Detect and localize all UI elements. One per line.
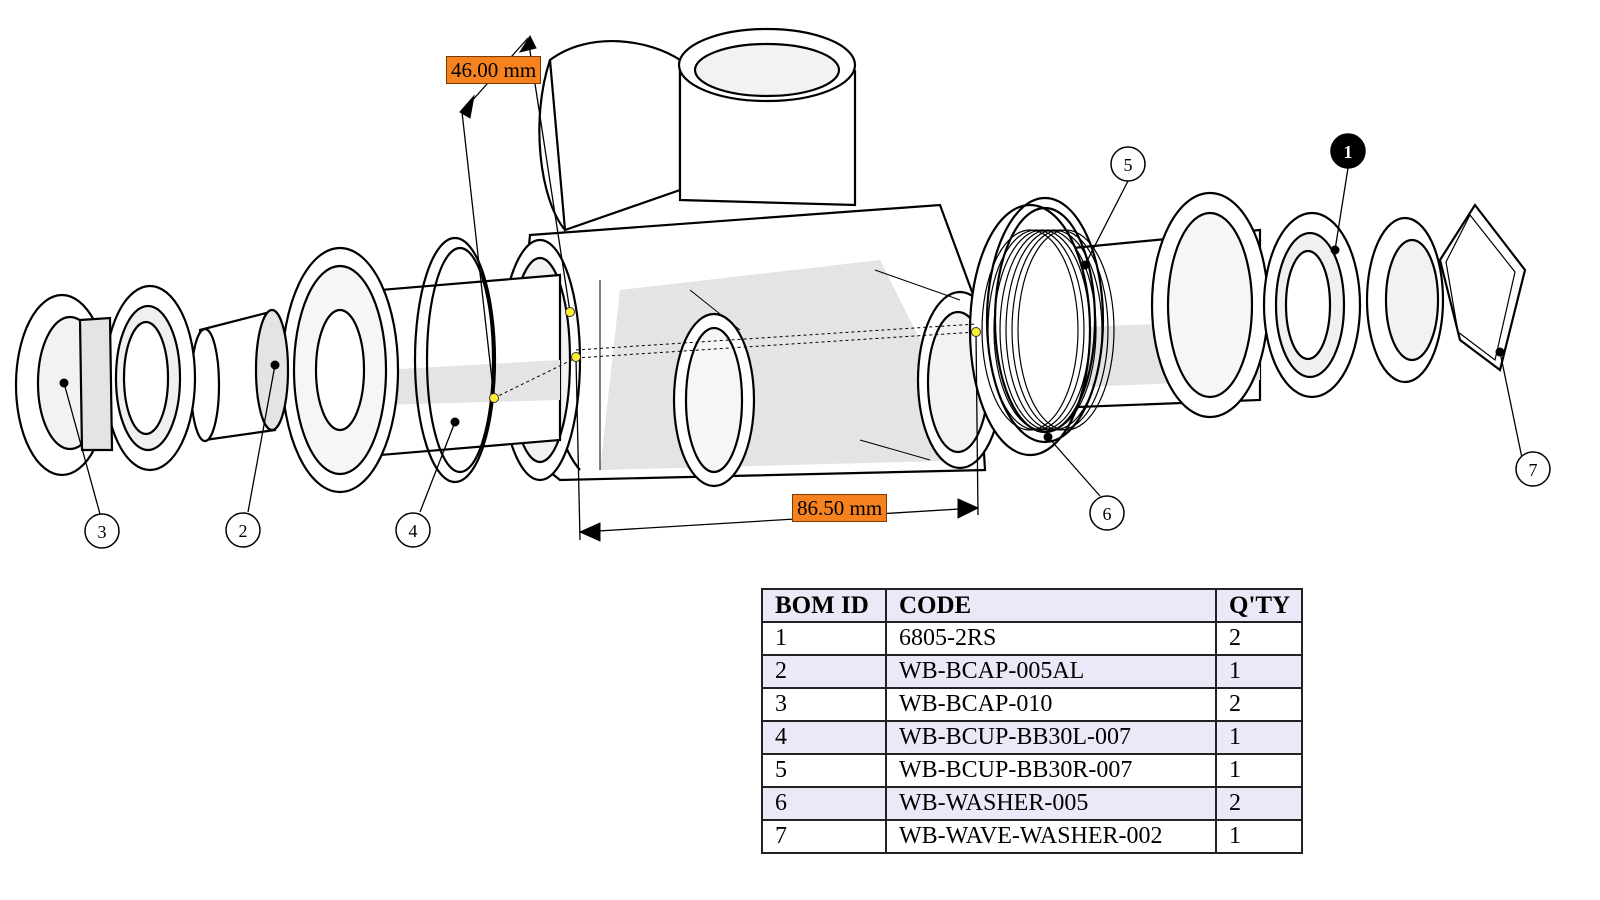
table-row: 2 WB-BCAP-005AL 1: [761, 654, 1303, 689]
bom-cell-qty: 1: [1215, 720, 1303, 755]
dimension-label-86mm: 86.50 mm: [792, 494, 888, 522]
callout-label-7: 7: [1529, 460, 1538, 480]
bom-cell-id: 5: [761, 753, 887, 788]
table-row: 6 WB-WASHER-005 2: [761, 786, 1303, 821]
table-row: 3 WB-BCAP-010 2: [761, 687, 1303, 722]
callout-label-2: 2: [239, 521, 248, 541]
callout-5: 5: [1110, 146, 1146, 182]
part-washer-left: [413, 236, 497, 484]
bom-cell-qty: 2: [1215, 687, 1303, 722]
bom-cell-id: 6: [761, 786, 887, 821]
bom-cell-qty: 2: [1215, 621, 1303, 656]
callout-6: 6: [1089, 495, 1125, 531]
bom-cell-code: WB-BCUP-BB30R-007: [885, 753, 1217, 788]
table-row: 7 WB-WAVE-WASHER-002 1: [761, 819, 1303, 854]
bom-cell-id: 7: [761, 819, 887, 854]
bom-cell-code: WB-BCUP-BB30L-007: [885, 720, 1217, 755]
bom-header-code: CODE: [885, 588, 1217, 623]
callout-label-3: 3: [98, 522, 107, 542]
bom-cell-id: 3: [761, 687, 887, 722]
part-bb30r-cup: [968, 191, 1270, 457]
exploded-assembly-drawing: 1 2 3 4 5 6 7: [14, 27, 1551, 549]
bom-cell-id: 1: [761, 621, 887, 656]
measure-point: [971, 327, 981, 337]
part-bcap-005al: [189, 308, 290, 443]
bom-cell-qty: 2: [1215, 786, 1303, 821]
bom-cell-code: WB-BCAP-010: [885, 687, 1217, 722]
part-washer-right: [985, 196, 1105, 444]
bom-cell-qty: 1: [1215, 654, 1303, 689]
measure-point: [565, 307, 575, 317]
bom-header-id: BOM ID: [761, 588, 887, 623]
callout-label-4: 4: [409, 521, 418, 541]
table-row: 1 6805-2RS 2: [761, 621, 1303, 656]
part-bearing-left: [103, 284, 197, 472]
callout-label-1: 1: [1344, 142, 1353, 162]
bom-table: BOM ID CODE Q'TY 1 6805-2RS 2 2 WB-BCAP-…: [761, 588, 1303, 854]
table-row: 4 WB-BCUP-BB30L-007 1: [761, 720, 1303, 755]
dimension-lines: [459, 34, 980, 542]
callout-1: 1: [1330, 133, 1366, 169]
bom-cell-code: WB-WAVE-WASHER-002: [885, 819, 1217, 854]
bom-cell-code: WB-WASHER-005: [885, 786, 1217, 821]
bom-cell-qty: 1: [1215, 819, 1303, 854]
bom-cell-id: 2: [761, 654, 887, 689]
measure-points: [489, 307, 981, 403]
part-right-cap: [1365, 216, 1445, 384]
leader-dots: [59, 245, 1505, 442]
callout-2: 2: [225, 512, 261, 548]
frame-shell: [498, 27, 1004, 488]
callout-label-6: 6: [1103, 504, 1112, 524]
bom-cell-code: 6805-2RS: [885, 621, 1217, 656]
bom-cell-qty: 1: [1215, 753, 1303, 788]
measure-point: [489, 393, 499, 403]
dimension-label-46mm: 46.00 mm: [446, 56, 542, 84]
callout-3: 3: [84, 513, 120, 549]
part-bb30l-cup: [280, 246, 562, 494]
bom-header-row: BOM ID CODE Q'TY: [761, 588, 1303, 623]
bom-header-qty: Q'TY: [1215, 588, 1303, 623]
bom-cell-id: 4: [761, 720, 887, 755]
part-wave-washer: [1438, 203, 1527, 372]
callout-4: 4: [395, 512, 431, 548]
bom-cell-code: WB-BCAP-005AL: [885, 654, 1217, 689]
part-bearing-right: [1262, 211, 1362, 399]
callout-7: 7: [1515, 451, 1551, 487]
measure-point: [571, 352, 581, 362]
callout-label-5: 5: [1124, 155, 1133, 175]
leader-lines: [63, 167, 1523, 515]
table-row: 5 WB-BCUP-BB30R-007 1: [761, 753, 1303, 788]
